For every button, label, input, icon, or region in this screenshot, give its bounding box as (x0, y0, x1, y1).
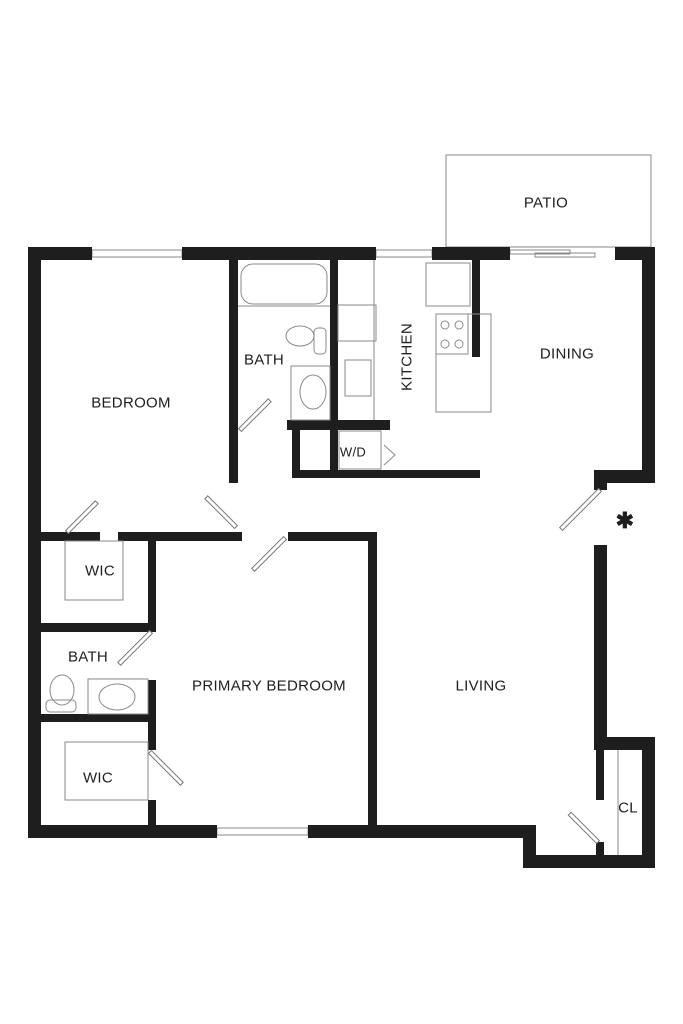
room-label-bedroom: BEDROOM (91, 394, 171, 412)
entry-marker-icon: ✱ (615, 508, 635, 533)
room-label-laundry: W/D (339, 444, 367, 460)
room-label-closet: CL (618, 799, 638, 817)
room-label-bath-hall: BATH (243, 351, 285, 369)
fixtures (45, 260, 619, 855)
room-label-dining: DINING (539, 345, 595, 363)
room-label-bath-primary: BATH (67, 648, 109, 666)
room-label-patio: PATIO (523, 194, 569, 212)
windows (91, 249, 596, 836)
room-label-wic-bedroom: WIC (84, 562, 116, 580)
walls (28, 247, 655, 868)
room-label-primary-bedroom: PRIMARY BEDROOM (192, 677, 346, 695)
room-label-wic-primary: WIC (82, 769, 114, 787)
patio-outline (445, 154, 652, 248)
room-label-kitchen: KITCHEN (398, 323, 416, 391)
room-label-living: LIVING (455, 677, 507, 695)
door-swings (64, 398, 603, 845)
